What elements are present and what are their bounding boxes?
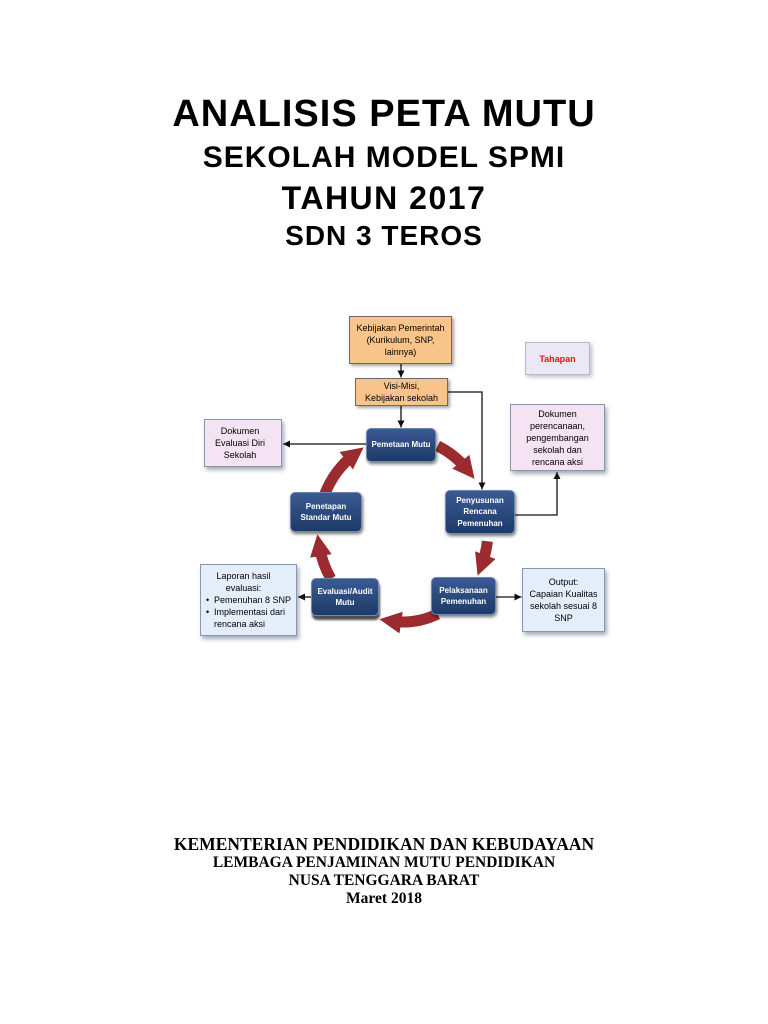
stage-label: Penyusunan [456, 495, 504, 505]
government-policy-box: Kebijakan Pemerintah (Kurikulum, SNP, la… [349, 316, 452, 364]
vision-line: Kebijakan sekolah [364, 393, 439, 403]
connector-planning-to-planning-doc [515, 472, 561, 516]
planning-doc-line: rencana aksi [531, 456, 584, 467]
self-eval-doc-line: Evaluasi Diri [214, 438, 265, 448]
cycle-arrow-standard-to-mapping [319, 447, 364, 497]
evaluation-report-box: Laporan hasil evaluasi: • Pemenuhan 8 SN… [200, 564, 297, 636]
planning-doc-line: pengembangan [526, 432, 589, 443]
policy-line: (Kurikulum, SNP, [366, 335, 435, 345]
footer-ministry: KEMENTERIAN PENDIDIKAN DAN KEBUDAYAAN [173, 834, 595, 854]
planning-doc-line: sekolah dan [533, 444, 582, 455]
output-box: Output: Capaian Kualitas sekolah sesuai … [522, 568, 605, 632]
stage-label: Mutu [335, 598, 355, 607]
planning-doc-line: Dokumen [538, 408, 577, 419]
footer-date: Maret 2018 [346, 890, 422, 907]
planning-doc-line: perencanaan, [529, 420, 586, 431]
report-bullet-item: • Pemenuhan 8 SNP [201, 594, 296, 606]
cycle-arrow-audit-to-standard [310, 534, 336, 582]
stage-label: Standar Mutu [300, 513, 352, 522]
policy-line: lainnya) [384, 347, 417, 357]
stage-quality-mapping: Pemetaan Mutu [366, 428, 436, 462]
connector-vision-to-planning [448, 391, 486, 490]
policy-line: Kebijakan Pemerintah [356, 323, 445, 333]
output-line: Capaian Kualitas [529, 589, 598, 599]
report-bullet-line: rencana aksi [214, 619, 266, 629]
output-line: sekolah sesuai 8 [529, 601, 598, 611]
planning-document-box: Dokumen perencanaan, pengembangan sekola… [510, 404, 605, 471]
stage-label: Penetapan [305, 501, 347, 511]
title-subtitle: SEKOLAH MODEL SPMI [202, 141, 566, 174]
stage-label: Evaluasi/Audit [317, 586, 373, 596]
title-main: ANALISIS PETA MUTU [172, 93, 596, 135]
title-school: SDN 3 TEROS [285, 220, 483, 251]
legend-label: Tahapan [539, 353, 576, 364]
self-evaluation-document-box: Dokumen Evaluasi Diri Sekolah [204, 419, 282, 467]
stage-label: Rencana [463, 507, 497, 517]
cycle-arrow-implementation-to-audit [379, 608, 440, 634]
vision-mission-box: Visi-Misi, Kebijakan sekolah [355, 378, 448, 406]
report-bullet-line: Implementasi dari [214, 607, 286, 617]
self-eval-doc-line: Sekolah [223, 450, 257, 460]
output-line: SNP [554, 613, 573, 623]
bullet-icon: • [206, 595, 210, 605]
stage-evaluation-audit: Evaluasi/Audit Mutu [311, 578, 379, 616]
stages-legend-box: Tahapan [525, 342, 590, 375]
footer-institution: LEMBAGA PENJAMINAN MUTU PENDIDIKAN [212, 854, 556, 871]
stage-label: Pemetaan Mutu [371, 440, 431, 450]
report-bullet-line: Pemenuhan 8 SNP [214, 595, 292, 605]
output-line: Output: [548, 577, 579, 587]
report-heading-line: evaluasi: [225, 583, 262, 593]
self-eval-doc-line: Dokumen [220, 426, 260, 436]
stage-label: Pemenuhan [440, 597, 487, 606]
report-bullet-item: • Implementasi dari rencana aksi [201, 606, 296, 630]
bullet-icon: • [206, 607, 210, 617]
cycle-arrow-planning-to-implementation [475, 540, 496, 576]
report-heading-line: Laporan hasil [216, 571, 271, 581]
stage-plan-preparation: Penyusunan Rencana Pemenuhan [445, 490, 515, 534]
cycle-arrow-mapping-to-planning [435, 441, 475, 479]
vision-line: Visi-Misi, [383, 381, 420, 391]
title-year: TAHUN 2017 [281, 180, 487, 216]
stage-label: Pelaksanaan [439, 585, 488, 595]
stage-label: Pemenuhan [457, 518, 503, 528]
stage-implementation: Pelaksanaan Pemenuhan [431, 577, 496, 615]
footer-region: NUSA TENGGARA BARAT [288, 872, 480, 889]
stage-standard-setting: Penetapan Standar Mutu [290, 492, 362, 532]
